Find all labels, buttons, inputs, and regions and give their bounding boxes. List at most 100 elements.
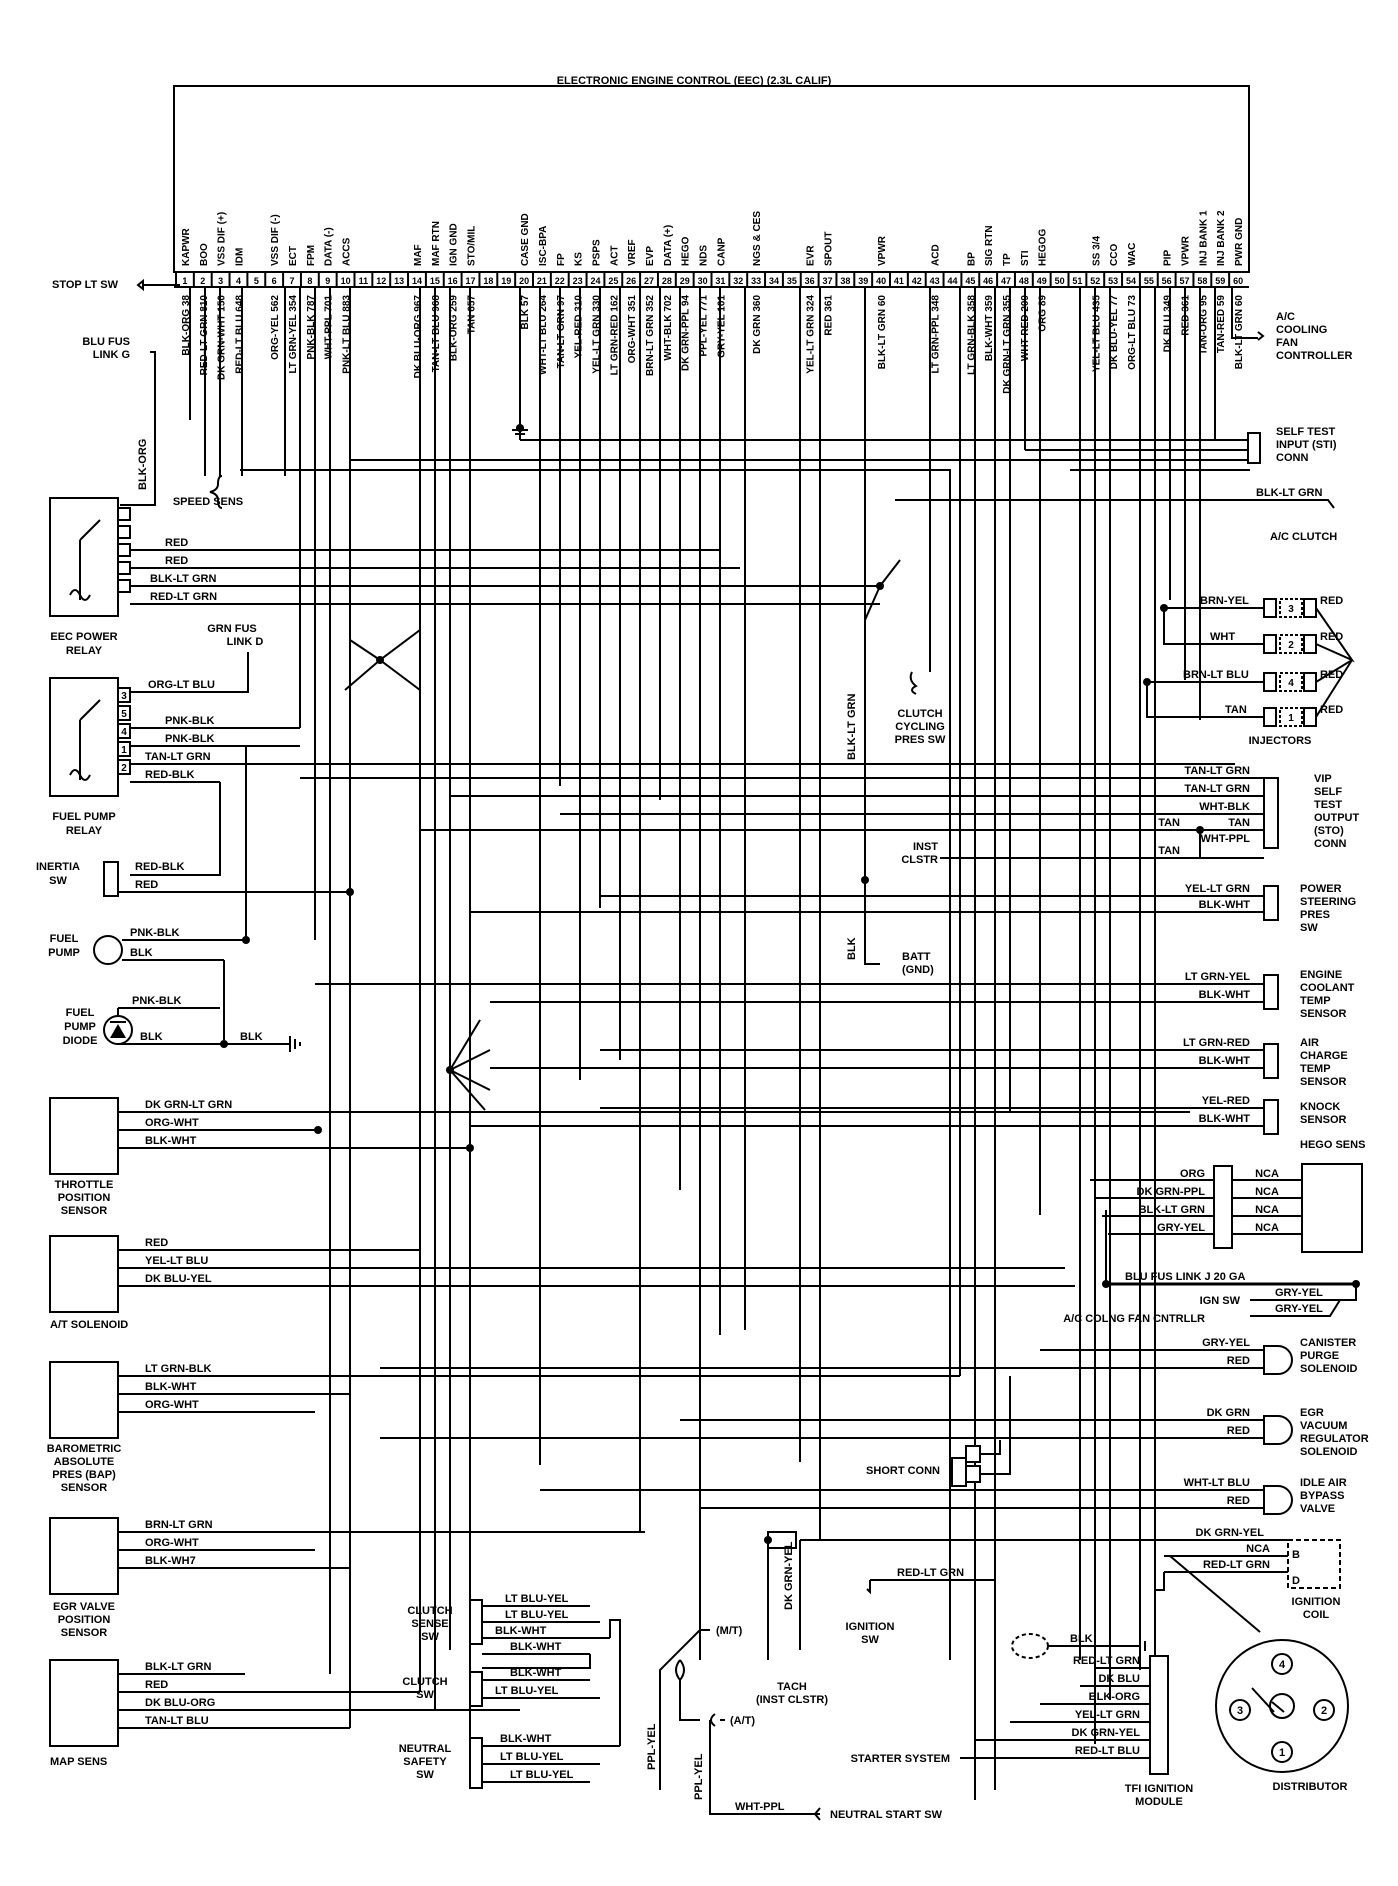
wire-tan-label-4: TAN [1158, 845, 1180, 857]
wire-org-lt-blu-label: ORG-LT BLU [148, 679, 215, 691]
ecm-pin-number: 57 [1180, 276, 1190, 286]
ecm-pin-number: 26 [626, 276, 636, 286]
ecm-pin-wire: ORG-WHT 351 [627, 295, 638, 364]
ecm-pin-wire: TAN-LT GRN 97 [556, 295, 567, 369]
wire-gry-yel-label-4: GRY-YEL [1202, 1337, 1250, 1349]
ecm-pin-wire: RED 361 [1181, 295, 1192, 336]
wire-wht-ppl-label-2: WHT-PPL [735, 1801, 785, 1813]
ecm-pin-signal: SIG RTN [984, 225, 995, 266]
ecm-pin-signal: FP [556, 253, 567, 266]
wire-blk-wh7-label: BLK-WH7 [145, 1555, 196, 1567]
wire-blk-lt-grn-label-2: BLK-LT GRN [145, 1661, 211, 1673]
at-label: (A/T) [730, 1715, 755, 1727]
vip-label-6: CONN [1314, 838, 1346, 850]
fuel-pump-motor [93, 935, 123, 965]
clutch-cycling-label-2: CYCLING [895, 721, 945, 733]
ecm-pin-wire: PNK-BLK 787 [306, 295, 317, 360]
act-label-3: TEMP [1300, 1063, 1331, 1075]
bap-sensor-box [49, 1361, 119, 1439]
ecm-pin-wire: DK GRN-WHT 150 [217, 295, 228, 380]
coil-pin-d: D [1292, 1575, 1300, 1587]
wire-blk-wht-label-8: BLK-WHT [510, 1641, 562, 1653]
at-solenoid-box [49, 1235, 119, 1313]
wire-red-label-9: RED [1320, 704, 1343, 716]
ecm-pin-wire: LT GRN-RED 162 [609, 295, 620, 376]
wire-gry-yel-label-2: GRY-YEL [1275, 1287, 1323, 1299]
dist-num-3: 3 [1237, 1705, 1243, 1717]
ecm-pin-signal: VSS DIF (-) [270, 214, 281, 266]
injector-number: 3 [1288, 604, 1294, 615]
wire-red-label-7: RED [1320, 631, 1343, 643]
wire-blk-label-2: BLK [140, 1031, 163, 1043]
ecm-pin-number: 9 [325, 276, 330, 286]
wire-blk-lt-grn-vert: BLK-LT GRN [846, 694, 858, 760]
wire-lt-blu-yel-label-4: LT BLU-YEL [500, 1751, 564, 1763]
ecm-pin-wire: BLK-LT GRN 60 [877, 295, 888, 370]
knock-conn [1263, 1099, 1279, 1135]
grn-fus-link-d-label-2: LINK D [227, 636, 264, 648]
ecm-pin-wire: BLK 57 [520, 295, 531, 330]
ecm-pin-wire: YEL-LT BLU 435 [1091, 295, 1102, 372]
self-test-input-conn [1247, 432, 1261, 464]
wire-lt-blu-yel-label-2: LT BLU-YEL [505, 1609, 569, 1621]
injector-number: 1 [1288, 713, 1294, 724]
tach-label-2: (INST CLSTR) [756, 1694, 828, 1706]
wire-ppl-yel-label-1: PPL-YEL [646, 1723, 658, 1770]
wire-red-lt-grn-label-3: RED-LT GRN [897, 1567, 964, 1579]
short-conn-label: SHORT CONN [866, 1465, 940, 1477]
wire-red-label-5: RED [145, 1679, 168, 1691]
ecm-pin-number: 37 [823, 276, 833, 286]
hego-nca-label: NCA [1255, 1222, 1279, 1234]
relay-pin-number: 1 [121, 745, 127, 756]
ecm-pin-wire: LT GRN-YEL 354 [288, 295, 299, 374]
ecm-pin-wire: TAN-LT BLU 968 [431, 295, 442, 373]
wire-red-label-10: RED [1227, 1355, 1250, 1367]
tach-label-1: TACH [777, 1681, 807, 1693]
tfi-label-1: TFI IGNITION [1125, 1783, 1193, 1795]
wire-lt-grn-yel-label: LT GRN-YEL [1185, 971, 1250, 983]
self-test-label-3: CONN [1276, 452, 1308, 464]
ecm-pin-wire: YEL-LT GRN 324 [806, 295, 817, 374]
ecm-pin-signal: BOO [199, 243, 210, 266]
hego-nca-label: NCA [1255, 1186, 1279, 1198]
clutch-sense-label-3: SW [421, 1631, 439, 1643]
ecm-pin-wire: ORG 89 [1038, 295, 1049, 332]
idle-air-valve [1263, 1485, 1293, 1515]
ecm-pin-number: 11 [359, 276, 369, 286]
ecm-pin-number: 14 [412, 276, 422, 286]
blu-fus-link-g-label-1: BLU FUS [82, 336, 130, 348]
wire-tan-lt-grn-label-2: TAN-LT GRN [1184, 765, 1250, 777]
ecm-drop-wires [189, 287, 1250, 1800]
ecm-pin-signal: VSS DIF (+) [217, 212, 228, 266]
hego-sens-label: HEGO SENS [1300, 1139, 1365, 1151]
clutch-sw-label-2: SW [416, 1689, 434, 1701]
bap-label-1: BAROMETRIC [47, 1443, 122, 1455]
ecm-pin-number: 40 [876, 276, 886, 286]
starter-system-label: STARTER SYSTEM [851, 1753, 950, 1765]
relay-pin-number: 5 [121, 709, 127, 720]
ecm-pin-number: 41 [894, 276, 904, 286]
blu-fus-link-j-label: BLU FUS LINK J 20 GA [1125, 1271, 1245, 1283]
ecm-pin-wire: TAN 657 [467, 295, 478, 335]
diode-label-1: FUEL [66, 1007, 95, 1019]
clutch-cycling-label-3: PRES SW [895, 734, 946, 746]
ecm-pin-number: 51 [1072, 276, 1082, 286]
distributor [1215, 1639, 1349, 1773]
power-steering-conn [1263, 885, 1279, 921]
ecm-pin-number: 13 [394, 276, 404, 286]
eec-power-relay-box [49, 497, 119, 617]
ecm-pin-signal: MAF [413, 244, 424, 266]
wire-red-label-1: RED [165, 537, 188, 549]
neutral-safety-conn [469, 1737, 483, 1789]
wire-blk-lt-grn-label: BLK-LT GRN [150, 573, 216, 585]
egr-vac-label-2: VACUUM [1300, 1420, 1347, 1432]
map-sens-box [49, 1659, 119, 1747]
wire-blk-wht-label-9: BLK-WHT [510, 1667, 562, 1679]
ecm-pin-signal: HEGOG [1038, 229, 1049, 266]
ecm-pin-number: 19 [501, 276, 511, 286]
neutral-safety-label-3: SW [416, 1769, 434, 1781]
wire-brn-lt-grn-label: BRN-LT GRN [145, 1519, 213, 1531]
tfi-label-2: MODULE [1135, 1796, 1183, 1808]
wire-blk-wht-label-10: BLK-WHT [500, 1733, 552, 1745]
